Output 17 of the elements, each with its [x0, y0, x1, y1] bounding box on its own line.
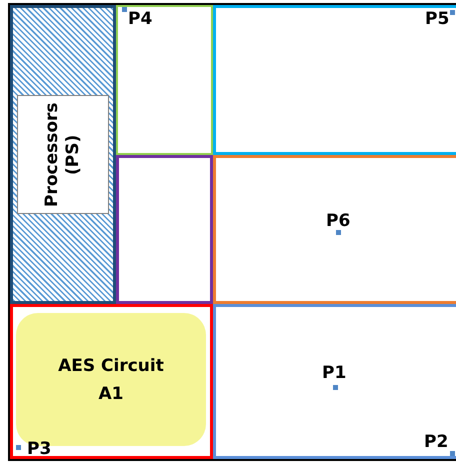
- chip-outline: [8, 3, 456, 461]
- point-label: P5: [425, 10, 450, 28]
- point-label: P6: [326, 212, 350, 230]
- fabric-region: [10, 304, 213, 459]
- fabric-region: [213, 5, 456, 155]
- fabric-region: [116, 155, 213, 304]
- processing-system-region: [10, 5, 116, 304]
- block-label: AES Circuit A1: [57, 354, 165, 406]
- point-label: P2: [424, 433, 448, 451]
- block-label: Processors (PS): [42, 101, 84, 209]
- point-label: P3: [27, 440, 52, 458]
- point-label: P1: [322, 364, 346, 382]
- point-label: P4: [128, 10, 152, 28]
- fabric-region: [213, 304, 456, 459]
- fabric-region: [213, 155, 456, 304]
- processor-block: [17, 95, 109, 214]
- fabric-region: [116, 5, 213, 155]
